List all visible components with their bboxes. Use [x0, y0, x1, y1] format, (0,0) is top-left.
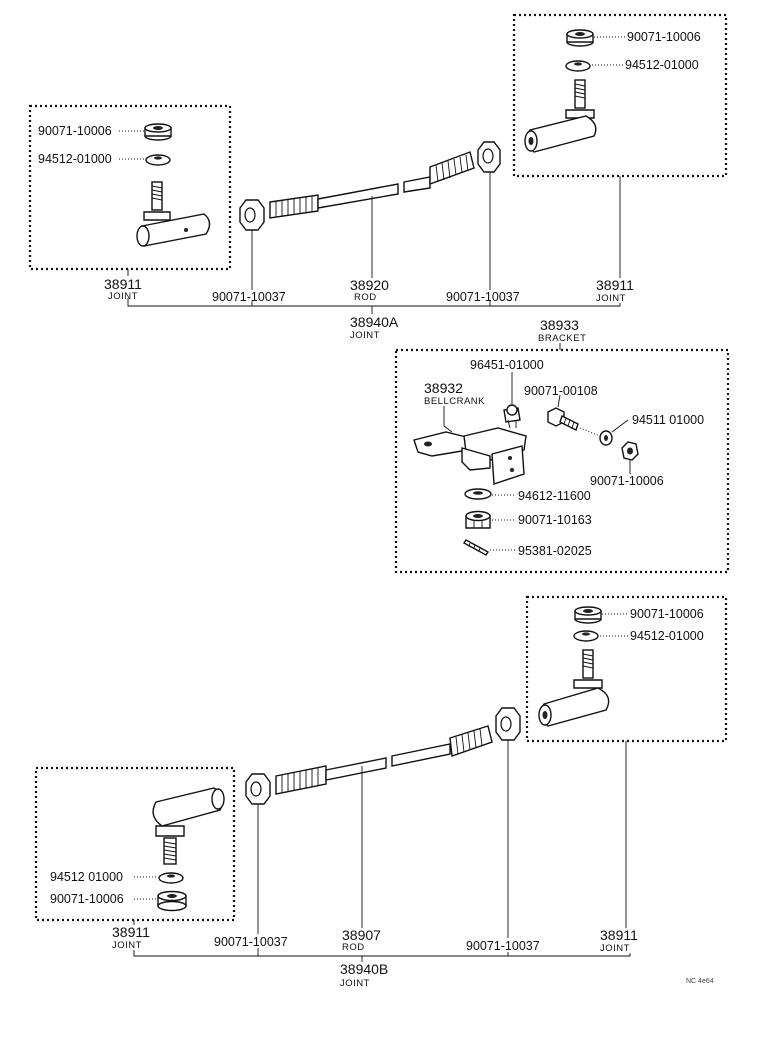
- top-right-locknut-icon: [477, 141, 501, 173]
- bottom-right-joint-box: [525, 595, 728, 743]
- top-left-joint-name: JOINT: [108, 291, 138, 302]
- bottom-rod-name: ROD: [342, 942, 365, 953]
- bellcrank-number: 38932: [424, 380, 463, 396]
- bracket-part-label-7: 95381-02025: [518, 544, 592, 558]
- bracket-cotter-pin-icon: [462, 539, 490, 556]
- bottom-right-washer-label: 94512-01000: [630, 629, 704, 643]
- bracket-assembly: 38933 BRACKET 38932 BELLCRANK 96451-0100…: [394, 317, 730, 574]
- bottom-left-washer-icon: [158, 872, 184, 884]
- bracket-part-label-5: 94612-11600: [518, 489, 591, 503]
- bottom-left-locknut-label: 90071-10037: [214, 935, 288, 949]
- bottom-left-locknut-icon: [245, 773, 271, 805]
- top-assembly-number: 38940A: [350, 314, 399, 330]
- top-right-joint-icon: [524, 79, 597, 153]
- top-rod-name: ROD: [354, 292, 377, 303]
- top-left-locknut-icon: [239, 199, 265, 231]
- bottom-left-joint-number: 38911: [112, 924, 150, 940]
- top-right-locknut-label: 90071-10037: [446, 290, 520, 304]
- bottom-right-joint-number: 38911: [600, 927, 638, 943]
- bottom-assembly-name: JOINT: [340, 978, 370, 989]
- bracket-number: 38933: [540, 317, 579, 333]
- top-left-joint-box: [28, 104, 232, 271]
- bottom-left-joint-icon: [152, 787, 225, 865]
- bottom-right-locknut-label: 90071-10037: [466, 939, 540, 953]
- bracket-part-label-3: 94511 01000: [632, 413, 704, 427]
- bottom-right-locknut-icon: [495, 707, 521, 741]
- top-left-joint-icon: [136, 181, 211, 247]
- bracket-part-label-4: 90071-10006: [590, 474, 664, 488]
- bracket-washer-icon: [464, 488, 492, 500]
- bracket-spring-washer-icon: [599, 430, 613, 446]
- bracket-box: [394, 348, 730, 574]
- bellcrank-icon: [413, 427, 527, 485]
- top-rod-icon: [269, 151, 475, 219]
- top-left-nut-icon: [144, 123, 172, 141]
- bracket-part-label-1: 96451-01000: [470, 358, 544, 372]
- bracket-part-label-2: 90071-00108: [524, 384, 598, 398]
- top-assembly: 90071-10006 94512-01000 38911 JOINT: [28, 13, 728, 341]
- top-right-nut-icon: [566, 29, 594, 47]
- top-right-washer-label: 94512-01000: [625, 58, 699, 72]
- bottom-right-washer-icon: [573, 630, 599, 642]
- top-left-nut-label: 90071-10006: [38, 124, 112, 138]
- bracket-bolt-icon: [547, 407, 579, 431]
- bottom-right-nut-label: 90071-10006: [630, 607, 704, 621]
- top-left-washer-label: 94512-01000: [38, 152, 112, 166]
- top-rod-number: 38920: [350, 277, 389, 293]
- bracket-part-label-6: 90071-10163: [518, 513, 592, 527]
- bottom-rod-icon: [275, 725, 493, 795]
- bottom-right-nut-icon: [574, 606, 602, 624]
- top-right-nut-label: 90071-10006: [627, 30, 701, 44]
- top-assembly-name: JOINT: [350, 330, 380, 341]
- figure-code: NC 4e64: [686, 978, 714, 985]
- bottom-left-joint-name: JOINT: [112, 940, 142, 951]
- bottom-left-nut-label: 90071-10006: [50, 892, 124, 906]
- bracket-name: BRACKET: [538, 333, 586, 344]
- top-left-joint-number: 38911: [104, 276, 142, 292]
- top-right-joint-box: [512, 13, 728, 178]
- top-left-locknut-label: 90071-10037: [212, 290, 286, 304]
- bracket-nylon-nut-icon: [465, 510, 491, 529]
- bottom-left-washer-label: 94512 01000: [50, 870, 123, 884]
- bottom-right-joint-name: JOINT: [600, 943, 630, 954]
- top-right-joint-name: JOINT: [596, 293, 626, 304]
- bottom-rod-number: 38907: [342, 927, 381, 943]
- top-right-joint-number: 38911: [596, 277, 634, 293]
- bottom-assembly-number: 38940B: [340, 961, 388, 977]
- bottom-right-joint-icon: [538, 649, 610, 727]
- top-right-washer-icon: [565, 60, 591, 72]
- bracket-nut-icon: [621, 441, 639, 461]
- bottom-left-nut-icon: [157, 890, 187, 912]
- bottom-assembly: 90071-10006 94512-01000: [34, 595, 728, 989]
- bellcrank-name: BELLCRANK: [424, 396, 485, 407]
- grease-fitting-icon: [503, 404, 521, 429]
- top-left-washer-icon: [145, 154, 171, 166]
